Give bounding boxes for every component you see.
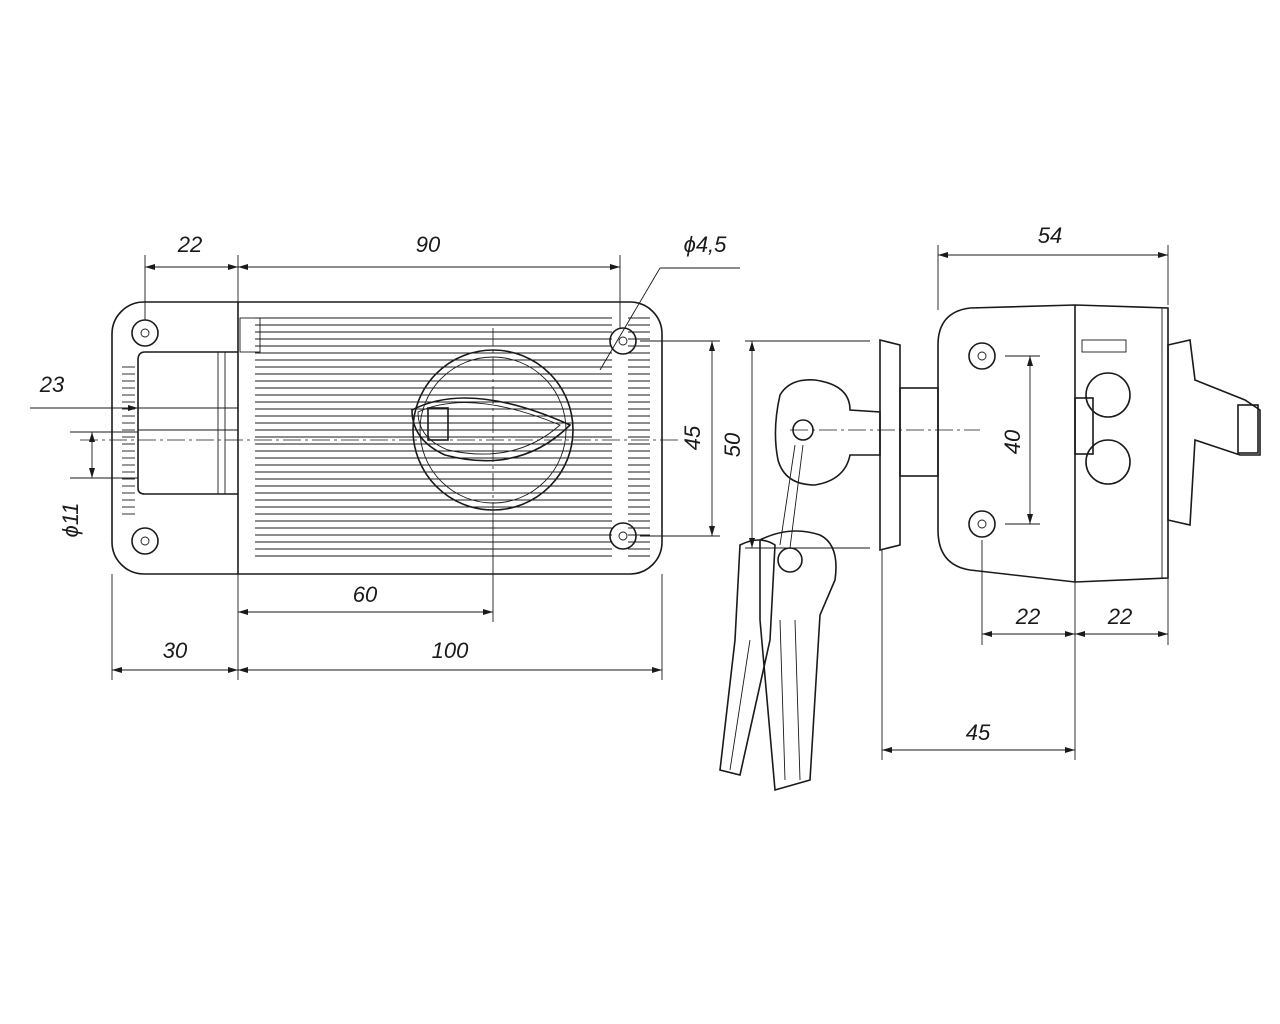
lock-body-outline — [111, 301, 663, 575]
dimension-arrow — [483, 609, 493, 615]
dimension-arrow — [1027, 356, 1033, 366]
dimension-arrow — [145, 264, 155, 270]
dim-22-top: 22 — [177, 232, 202, 257]
dimension-arrow — [882, 747, 892, 753]
dimension-arrow — [89, 468, 95, 478]
body-grooves — [122, 317, 650, 557]
dimension-arrow — [228, 667, 238, 673]
dimension-arrow — [89, 432, 95, 442]
dim-bolt-diameter: ϕ11 — [58, 502, 83, 537]
cylinder-profile — [790, 338, 980, 552]
dim-60: 60 — [353, 582, 378, 607]
dimension-arrow — [749, 341, 755, 351]
dim-22-right: 22 — [1107, 604, 1132, 629]
side-body-outline — [937, 304, 1169, 583]
dimension-arrow — [238, 667, 248, 673]
dim-30: 30 — [163, 638, 188, 663]
dim-50: 50 — [720, 432, 745, 457]
dimension-arrow — [238, 264, 248, 270]
dimension-arrow — [228, 264, 238, 270]
latch-bolt — [137, 317, 261, 495]
dimension-arrow — [1065, 747, 1075, 753]
dim-23: 23 — [39, 372, 65, 397]
dim-100: 100 — [432, 638, 469, 663]
dimension-arrow — [709, 341, 715, 351]
dimension-arrow — [1027, 514, 1033, 524]
dimension-arrow — [610, 264, 620, 270]
dim-54: 54 — [1038, 223, 1062, 248]
front-view: 22 90 ϕ4,5 23 ϕ11 60 30 100 45 50 — [30, 232, 870, 680]
dim-90: 90 — [416, 232, 441, 257]
dim-45-vertical: 45 — [680, 425, 705, 450]
mounting-holes — [131, 319, 637, 555]
dim-22-left: 22 — [1015, 604, 1040, 629]
dimension-arrow — [1075, 631, 1085, 637]
dimension-arrow — [1158, 252, 1168, 258]
dim-hole-diameter: ϕ4,5 — [684, 232, 728, 257]
dimension-lines — [30, 255, 870, 680]
dimension-arrow — [112, 667, 122, 673]
dimension-arrow — [709, 526, 715, 536]
dimension-arrow — [938, 252, 948, 258]
dimension-arrow — [1065, 631, 1075, 637]
dim-45-cylinder: 45 — [966, 720, 991, 745]
dimension-arrow — [982, 631, 992, 637]
dimension-arrow — [749, 538, 755, 548]
dimension-arrow — [238, 609, 248, 615]
dimension-arrow — [1158, 631, 1168, 637]
dimension-arrow — [652, 667, 662, 673]
dim-40: 40 — [1000, 429, 1025, 454]
dimension-arrows — [89, 252, 1168, 753]
side-view — [881, 245, 1261, 760]
thumb-turn-side — [1167, 339, 1261, 526]
dimension-arrow — [128, 405, 138, 411]
